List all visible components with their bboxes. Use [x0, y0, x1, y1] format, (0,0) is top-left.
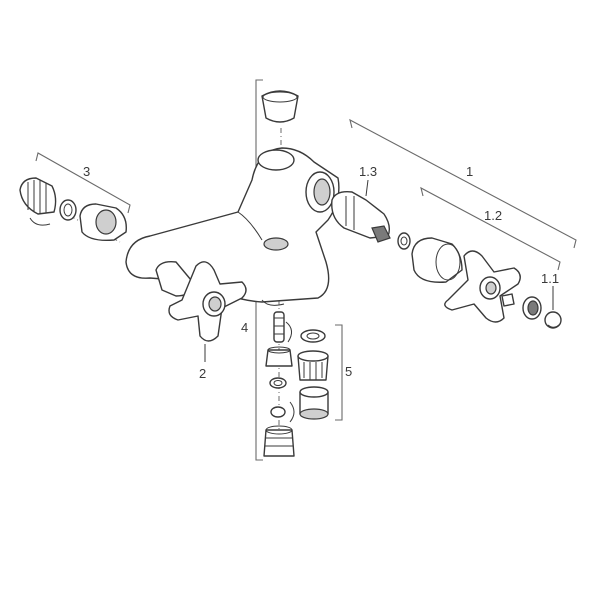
cap-1-1 [544, 311, 562, 329]
inlet-connector-left [19, 177, 57, 226]
spout-collar [265, 346, 293, 367]
cap-ring-right [522, 296, 542, 320]
sleeve-1-2 [411, 237, 463, 283]
callout-1-2: 1.2 [484, 208, 502, 223]
bracket-group-5 [335, 324, 343, 421]
callout-1: 1 [466, 164, 473, 179]
callout-2: 2 [199, 366, 206, 381]
spout-ring [269, 377, 287, 389]
screw-right [501, 293, 515, 307]
aerator-washer [300, 329, 326, 343]
bracket-group-3 [35, 152, 131, 214]
callout-1-3: 1.3 [359, 164, 377, 179]
bracket-group-1-2 [420, 186, 561, 271]
callout-1-1: 1.1 [541, 271, 559, 286]
leader-1-3 [365, 179, 369, 197]
bracket-group-1 [349, 118, 577, 249]
faucet-body [125, 147, 340, 306]
callout-5: 5 [345, 364, 352, 379]
handle-left [168, 261, 247, 342]
spout-threaded-insert [263, 425, 295, 457]
callout-4: 4 [241, 320, 248, 335]
nut-left [79, 203, 127, 242]
cartridge-1-3 [331, 190, 391, 243]
aerator-insert [297, 350, 329, 381]
spout-o-ring [270, 401, 295, 423]
spout-pin [273, 311, 292, 343]
o-ring-left [59, 199, 77, 221]
o-ring-right [397, 232, 411, 250]
rotation-arrow-left [29, 217, 51, 226]
top-knob [261, 90, 299, 123]
handle-right [444, 250, 521, 323]
aerator-housing [299, 386, 329, 420]
callout-3: 3 [83, 164, 90, 179]
